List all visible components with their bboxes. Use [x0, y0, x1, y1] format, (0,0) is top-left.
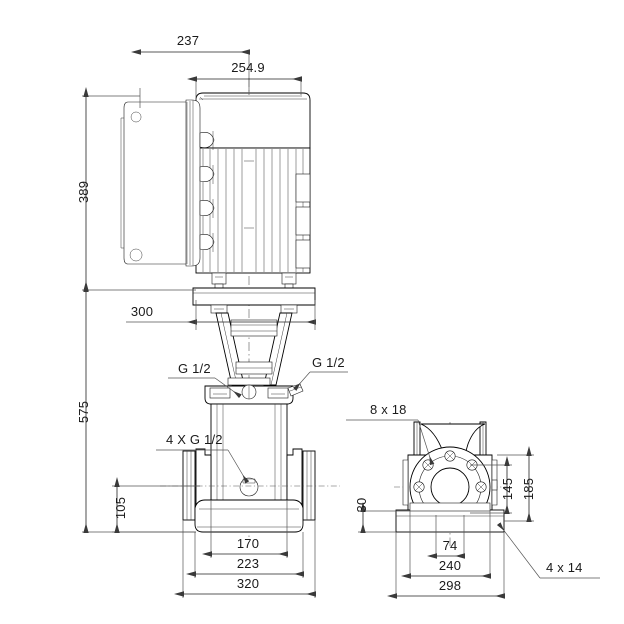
motor-top-cap	[195, 92, 311, 149]
dimension-185: 185	[521, 478, 536, 500]
front-view: 237 254.9 389 575 300 G 1/2	[76, 33, 348, 598]
terminal-box-screw-top	[130, 111, 142, 123]
front-view-dimensions: 237 254.9 389 575 300 G 1/2	[76, 33, 348, 598]
callout-g12-right: G 1/2	[312, 355, 345, 370]
side-nipple	[491, 479, 498, 491]
leader-g12-right	[292, 371, 311, 391]
dimension-300: 300	[131, 304, 153, 319]
pump-head	[204, 377, 304, 405]
leader-8x18	[417, 419, 435, 466]
flange-face-left	[182, 450, 196, 521]
pump-chamber-stack	[210, 403, 288, 501]
dimension-254-9: 254.9	[231, 60, 265, 75]
pump-head-lug-right	[267, 387, 289, 399]
callout-g12-left: G 1/2	[178, 361, 211, 376]
bolt-hole	[413, 481, 425, 493]
pump-base	[194, 499, 304, 533]
callout-4xg12: 4 X G 1/2	[166, 432, 223, 447]
side-base	[395, 502, 505, 533]
motor-fin-body	[195, 147, 311, 274]
dimension-298: 298	[439, 578, 461, 593]
motor-assembly	[195, 92, 311, 274]
base-flange	[194, 499, 304, 533]
side-view-dimensions: 8 x 18 145 185 30 74 240	[346, 402, 600, 599]
dimension-145: 145	[500, 478, 515, 500]
motor-right-panel	[295, 173, 311, 269]
pump-head-lug-left	[209, 387, 231, 399]
bolt-hole	[475, 481, 487, 493]
motor-bolt-right	[281, 272, 297, 285]
motor-cap-chamfer-left	[199, 96, 204, 101]
pump-head-seat	[227, 377, 271, 386]
bolt-hole	[422, 459, 434, 471]
callout-4x14: 4 x 14	[546, 560, 583, 575]
drain-plug	[239, 477, 259, 497]
dimension-575: 575	[76, 401, 91, 423]
cable-gland-entries	[199, 131, 215, 252]
flange-face-right	[302, 450, 316, 521]
terminal-box-lid	[123, 101, 193, 265]
motor-bracket-plate	[192, 287, 316, 306]
side-view: 8 x 18 145 185 30 74 240	[346, 402, 600, 599]
bolt-hole	[444, 450, 456, 462]
dimension-74: 74	[443, 538, 458, 553]
dimension-237: 237	[177, 33, 199, 48]
leader-4xg12	[227, 449, 250, 484]
terminal-box	[120, 99, 215, 267]
dimension-105: 105	[113, 497, 128, 519]
leader-4x14	[496, 522, 541, 579]
dimension-320: 320	[237, 576, 259, 591]
side-head-lug-left	[402, 459, 409, 506]
motor-bolt-left	[211, 272, 227, 285]
terminal-box-screw-bottom	[129, 248, 143, 262]
dimension-170: 170	[237, 536, 259, 551]
dimension-223: 223	[237, 556, 259, 571]
leader-g12-left	[214, 377, 242, 399]
terminal-box-side-edge	[120, 117, 124, 249]
dimension-240: 240	[439, 558, 461, 573]
side-base-riser	[409, 502, 491, 512]
lantern-housing	[215, 312, 293, 386]
dimension-389: 389	[76, 181, 91, 203]
dimension-30: 30	[354, 498, 369, 513]
callout-8x18: 8 x 18	[370, 402, 407, 417]
